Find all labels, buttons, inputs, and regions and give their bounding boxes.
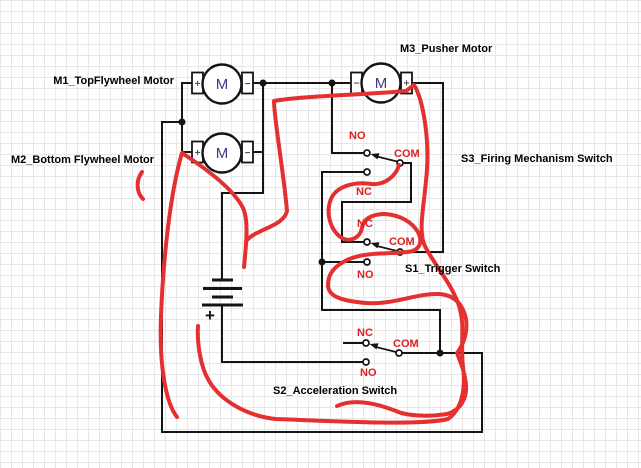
junction-dots	[178, 79, 444, 357]
component-labels: M1_TopFlywheel Motor M2_Bottom Flywheel …	[11, 43, 613, 397]
s2-label: S2_Acceleration Switch	[273, 385, 397, 397]
s2-com-label: COM	[393, 338, 419, 350]
red-annotation-overlay	[135, 83, 469, 425]
m3-minus-terminal: −	[354, 79, 360, 90]
s1-com-label: COM	[389, 236, 415, 248]
s2-no-contact	[362, 358, 370, 366]
wire-left-rail-bottom-loop	[161, 121, 483, 433]
motor-m3-symbol[interactable]: − + M	[350, 62, 413, 104]
junction-dot	[436, 349, 444, 357]
s3-label: S3_Firing Mechanism Switch	[461, 153, 613, 165]
wire-m1-m2-left-link	[181, 82, 192, 153]
wire-to-s3-no	[331, 83, 364, 154]
s2-no-label: NO	[360, 367, 377, 379]
s2-nc-contact	[362, 339, 370, 347]
s3-no-label: NO	[349, 130, 366, 142]
m2-motor-circle	[201, 132, 243, 174]
switch-s3-symbol[interactable]	[363, 149, 404, 176]
s1-no-contact	[363, 258, 371, 266]
junction-dot	[318, 258, 326, 266]
m1-minus-terminal: −	[245, 79, 251, 90]
s1-nc-label: NC	[357, 218, 373, 230]
s1-switch-arm	[376, 245, 398, 252]
s1-arm-arrowhead	[370, 242, 380, 249]
s3-no-contact	[363, 149, 371, 157]
s2-arm-arrowhead	[369, 343, 379, 350]
s1-no-label: NO	[357, 269, 374, 281]
m1-plus-terminal: +	[195, 79, 201, 90]
m2-minus-terminal: −	[245, 148, 251, 159]
s3-com-label: COM	[394, 148, 420, 160]
wires	[161, 82, 483, 433]
junction-dot	[259, 79, 267, 87]
annotation-stroke-outer-loop	[195, 83, 466, 425]
m1-label: M1_TopFlywheel Motor	[53, 75, 175, 87]
wire-s3-com-to-s1-nc	[341, 162, 412, 243]
s3-nc-contact	[363, 168, 371, 176]
m1-motor-circle	[201, 63, 243, 105]
annotation-stroke-left-arc	[158, 151, 249, 419]
s2-com-contact	[395, 349, 403, 357]
m3-label: M3_Pusher Motor	[400, 43, 493, 55]
wire-to-battery-top	[221, 83, 264, 279]
junction-dot	[178, 118, 186, 126]
m2-motor-letter: M	[216, 145, 229, 162]
annotation-stroke-middle-snake	[326, 163, 469, 418]
annotation-stroke-small-curl	[135, 170, 145, 201]
battery-symbol[interactable]: +	[202, 278, 243, 325]
s1-nc-contact	[363, 238, 371, 246]
m2-label: M2_Bottom Flywheel Motor	[11, 154, 155, 166]
m1-motor-letter: M	[216, 76, 229, 93]
switch-s2-symbol[interactable]	[362, 339, 403, 366]
m3-motor-letter: M	[375, 75, 388, 92]
s3-switch-arm	[376, 155, 398, 163]
s3-nc-label: NC	[356, 186, 372, 198]
m3-plus-terminal: +	[404, 79, 410, 90]
s3-arm-arrowhead	[370, 153, 380, 160]
motor-m1-symbol[interactable]: + − M	[191, 63, 254, 105]
wire-battery-to-s2-no	[221, 304, 363, 363]
s1-label: S1_Trigger Switch	[405, 263, 501, 275]
s2-nc-label: NC	[357, 327, 373, 339]
battery-plus-label: +	[205, 306, 215, 325]
motor-m2-symbol[interactable]: + − M	[191, 132, 254, 174]
junction-dot	[328, 79, 336, 87]
wire-s3-nc-rail	[321, 171, 441, 353]
s2-switch-arm	[375, 346, 397, 353]
wire-m3-to-s1-com	[403, 82, 444, 253]
m2-plus-terminal: +	[195, 148, 201, 159]
